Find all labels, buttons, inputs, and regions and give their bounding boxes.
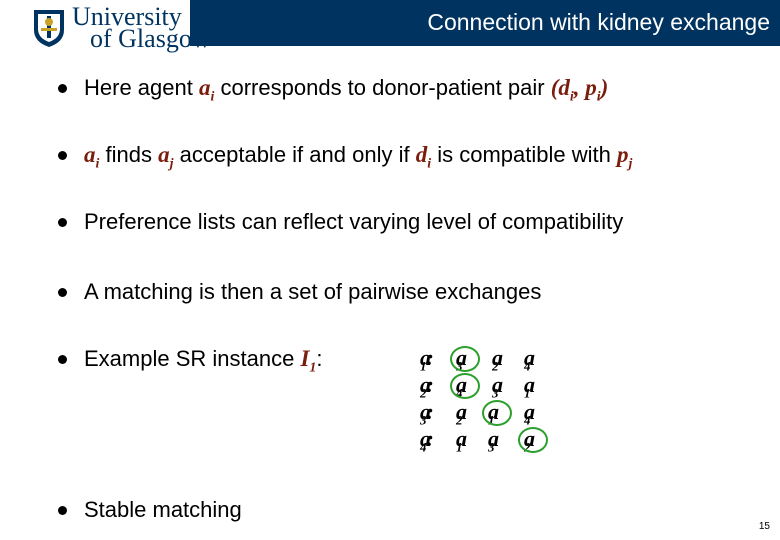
- slide-header: University of Glasgow Connection with ki…: [0, 0, 780, 52]
- page-number: 15: [758, 521, 770, 532]
- bullet-text: Stable matching: [84, 497, 242, 522]
- match-highlight: [450, 346, 480, 372]
- university-logo: University of Glasgow: [30, 4, 211, 52]
- math-p-j: pj: [616, 142, 633, 172]
- math-d-i: di: [415, 142, 432, 172]
- logo-line-1: University: [72, 2, 182, 31]
- bullet-dot: [58, 355, 67, 364]
- math-a-j: aj: [158, 142, 174, 172]
- bullet-text: Preference lists can reflect varying lev…: [84, 209, 624, 234]
- title-band: Connection with kidney exchange: [190, 0, 780, 46]
- match-highlight: [518, 427, 548, 453]
- slide-title: Connection with kidney exchange: [427, 9, 770, 35]
- bullet-text: corresponds to donor-patient pair: [220, 75, 545, 100]
- bullet-dot: [58, 218, 67, 227]
- bullet-text: finds: [105, 142, 152, 167]
- math-pair: (di, pi): [550, 75, 609, 105]
- bullet-dot: [58, 84, 67, 93]
- bullet-text: acceptable if and only if: [179, 142, 410, 167]
- match-highlight: [482, 400, 512, 426]
- bullet-dot: [58, 151, 67, 160]
- math-a-i: ai: [198, 75, 215, 105]
- bullet-dot: [58, 506, 67, 515]
- bullet-text: is compatible with: [437, 142, 611, 167]
- bullet-text: Here agent: [84, 75, 193, 100]
- bullet-text: A matching is then a set of pairwise exc…: [84, 279, 542, 304]
- math-a-i: ai: [84, 142, 100, 172]
- crest-icon: [34, 10, 64, 47]
- bullet-dot: [58, 288, 67, 297]
- math-instance: I1: [300, 346, 317, 376]
- match-highlight: [450, 373, 480, 399]
- bullet-text: Example SR instance: [84, 346, 295, 371]
